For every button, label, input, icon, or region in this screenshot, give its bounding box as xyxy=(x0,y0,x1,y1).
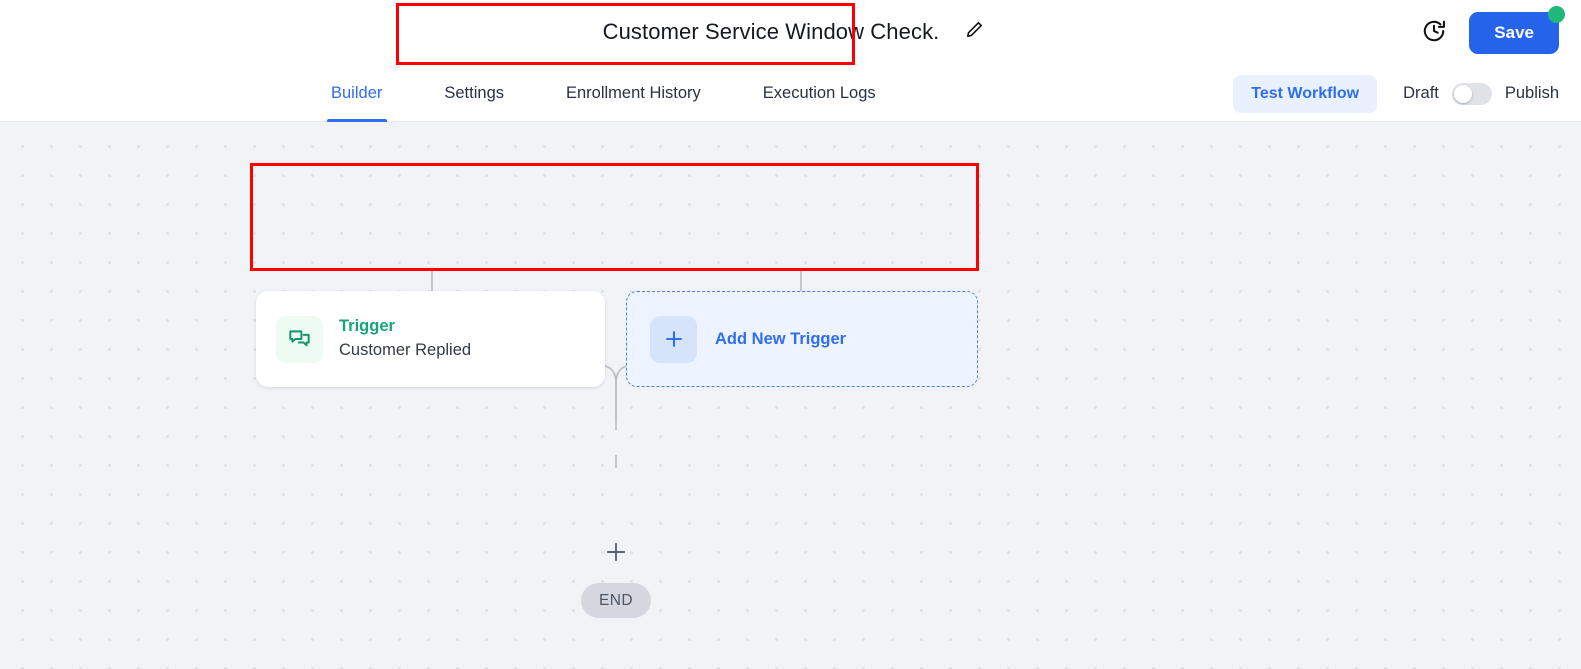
trigger-card[interactable]: Trigger Customer Replied xyxy=(256,291,605,387)
chat-bubbles-icon xyxy=(276,315,323,363)
workflow-title-group[interactable]: Customer Service Window Check. xyxy=(575,13,1007,53)
tab-enrollment-history[interactable]: Enrollment History xyxy=(566,84,701,102)
publish-toggle[interactable] xyxy=(1451,82,1492,105)
trigger-name-label: Customer Replied xyxy=(339,341,472,360)
toggle-knob xyxy=(1453,84,1472,103)
save-button-wrapper: Save xyxy=(1469,6,1565,54)
save-button[interactable]: Save xyxy=(1469,12,1559,54)
trigger-kind-label: Trigger xyxy=(339,317,395,336)
tab-settings[interactable]: Settings xyxy=(444,84,504,102)
publish-label: Publish xyxy=(1504,84,1559,102)
connector-lines xyxy=(431,269,802,468)
clock-history-icon[interactable] xyxy=(1421,18,1447,49)
end-node[interactable]: END xyxy=(581,583,651,618)
tab-execution-logs[interactable]: Execution Logs xyxy=(762,84,876,102)
add-new-trigger-label: Add New Trigger xyxy=(715,329,847,348)
tab-bar: Builder Settings Enrollment History Exec… xyxy=(0,66,1581,122)
page-title: Customer Service Window Check. xyxy=(602,19,940,44)
tab-builder[interactable]: Builder xyxy=(300,66,413,122)
tab-bar-actions: Test Workflow Draft Publish xyxy=(1233,74,1559,113)
workflow-canvas[interactable]: Trigger Customer Replied Add New Trigger xyxy=(0,122,1581,669)
plus-icon xyxy=(650,315,697,363)
tab-list: Builder Settings Enrollment History Exec… xyxy=(300,66,907,122)
pencil-icon[interactable] xyxy=(965,20,984,44)
draft-label: Draft xyxy=(1403,84,1439,102)
top-bar-actions: Save xyxy=(1421,0,1565,66)
trigger-text: Trigger Customer Replied xyxy=(339,317,471,360)
publish-toggle-group: Draft Publish xyxy=(1393,82,1559,105)
add-new-trigger-card[interactable]: Add New Trigger xyxy=(626,291,978,387)
test-workflow-button[interactable]: Test Workflow xyxy=(1233,74,1378,113)
add-step-plus-icon[interactable] xyxy=(605,541,627,563)
top-bar: Customer Service Window Check. Save xyxy=(0,0,1581,66)
unsaved-changes-badge xyxy=(1548,6,1565,24)
trigger-row: Trigger Customer Replied Add New Trigger xyxy=(256,291,978,387)
